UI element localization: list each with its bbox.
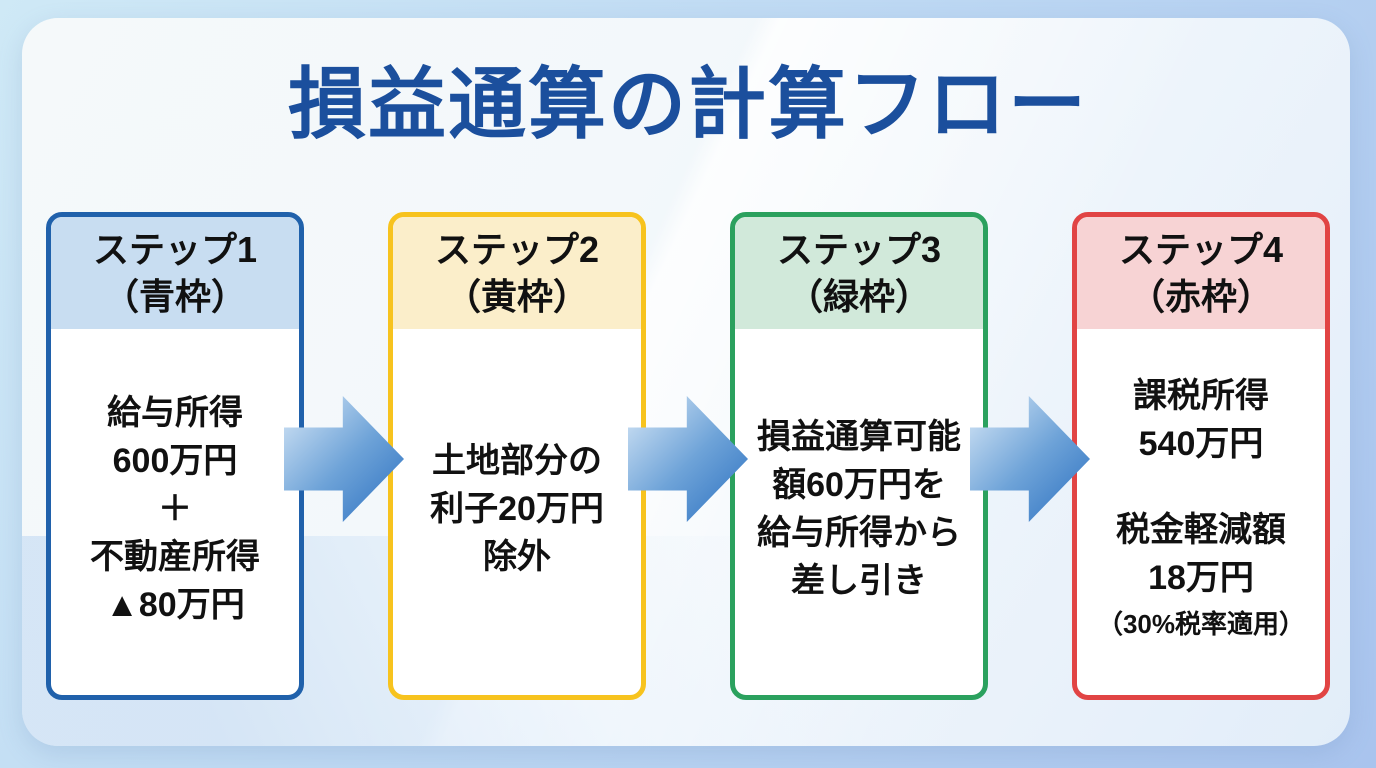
step-2-body: 土地部分の 利子20万円 除外 (393, 329, 641, 688)
step-1-body: 給与所得 600万円 ＋ 不動産所得 ▲80万円 (51, 329, 299, 688)
step-text-line: 利子20万円 (430, 489, 604, 528)
step-3-header-line2: （緑枠） (786, 276, 931, 317)
step-text-line: 540万円 (1138, 424, 1264, 463)
plus-sign: ＋ (158, 489, 192, 528)
step-text-line: 税金軽減額 (1116, 510, 1286, 549)
step-4-header-line1: ステップ4 (1118, 229, 1284, 270)
tax-rate-note: （30%税率適用） (1096, 608, 1306, 639)
step-1-header: ステップ1 （青枠） (51, 217, 299, 329)
step-4-header-line2: （赤枠） (1128, 276, 1273, 317)
step-1-header-line2: （青枠） (102, 276, 247, 317)
step-text-line: 損益通算可能 (757, 417, 961, 456)
step-2-header-line1: ステップ2 (434, 229, 600, 270)
step-text-line: 600万円 (112, 441, 238, 480)
step-2-header: ステップ2 （黄枠） (393, 217, 641, 329)
step-text-line: 18万円 (1148, 558, 1254, 597)
step-4-body: 課税所得 540万円 税金軽減額 18万円 （30%税率適用） (1077, 329, 1325, 688)
step-text-line: 土地部分の (432, 441, 602, 480)
page-title: 損益通算の計算フロー (287, 60, 1088, 148)
step-text-line: 課税所得 (1133, 376, 1269, 415)
step-text-line: 額60万円を (772, 465, 946, 504)
step-text-line: 除外 (483, 537, 551, 576)
step-text-line: 差し引き (791, 561, 927, 600)
step-3-body: 損益通算可能 額60万円を 給与所得から 差し引き (735, 329, 983, 688)
step-4-header: ステップ4 （赤枠） (1077, 217, 1325, 329)
step-3-header: ステップ3 （緑枠） (735, 217, 983, 329)
step-2-header-line2: （黄枠） (444, 276, 589, 317)
step-4-box: ステップ4 （赤枠） 課税所得 540万円 税金軽減額 18万円 （30%税率適… (1072, 212, 1330, 700)
step-text-line: 不動産所得 (90, 537, 260, 576)
step-text-line: 給与所得 (107, 393, 243, 432)
step-1-header-line1: ステップ1 (92, 229, 258, 270)
step-3-header-line1: ステップ3 (776, 229, 942, 270)
step-text-line: 給与所得から (757, 513, 961, 552)
step-1-box: ステップ1 （青枠） 給与所得 600万円 ＋ 不動産所得 ▲80万円 (46, 212, 304, 700)
step-3-box: ステップ3 （緑枠） 損益通算可能 額60万円を 給与所得から 差し引き (730, 212, 988, 700)
step-2-box: ステップ2 （黄枠） 土地部分の 利子20万円 除外 (388, 212, 646, 700)
step-text-line: ▲80万円 (105, 585, 245, 624)
